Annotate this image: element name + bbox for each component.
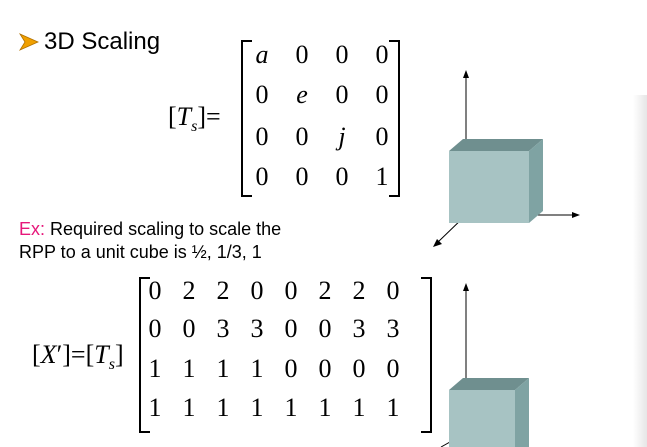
cube-top-face <box>449 139 543 151</box>
matrix-cell: 0 <box>386 276 400 305</box>
example-text: Ex: Required scaling to scale the RPP to… <box>19 218 349 264</box>
matrix-cell: 1 <box>375 162 389 191</box>
matrix-cell: 2 <box>182 276 196 305</box>
matrix-cell: 1 <box>250 354 264 383</box>
z-axis-arrow-icon <box>433 239 442 247</box>
product-matrix-left-bracket <box>139 277 150 433</box>
matrix-cell: 0 <box>335 80 349 109</box>
matrix-cell: 3 <box>250 314 264 343</box>
matrix-cell: 1 <box>352 393 366 422</box>
product-matrix-lhs: [X′]=[Ts] <box>32 340 124 374</box>
matrix-cell: 0 <box>318 354 332 383</box>
matrix-cell: 0 <box>335 40 349 69</box>
matrix-cell: 0 <box>352 354 366 383</box>
matrix-cell: 1 <box>216 354 230 383</box>
matrix-cell: 0 <box>182 314 196 343</box>
example-line2: RPP to a unit cube is ½, 1/3, 1 <box>19 242 262 262</box>
matrix-cell: 0 <box>250 276 264 305</box>
matrix-cell: 0 <box>255 162 269 191</box>
y-axis-arrow-icon <box>463 283 469 291</box>
product-matrix-right-bracket <box>421 277 432 433</box>
matrix-cell: 0 <box>148 276 162 305</box>
matrix-cell: e <box>296 80 308 109</box>
cube-side-face <box>529 139 543 223</box>
matrix-cell: 3 <box>352 314 366 343</box>
matrix-cell: 0 <box>255 80 269 109</box>
y-axis-arrow-icon <box>463 70 469 78</box>
cube-front-face <box>449 390 515 447</box>
matrix-cell: 1 <box>318 393 332 422</box>
matrix-cell: 0 <box>284 314 298 343</box>
scaling-matrix-right-bracket <box>389 40 400 197</box>
matrix-cell: a <box>255 40 269 69</box>
matrix-cell: 0 <box>375 122 389 151</box>
cube-diagram-bottom <box>440 283 529 447</box>
arrow-bullet-icon <box>18 33 39 51</box>
cube-side-face <box>515 378 529 447</box>
cube-top-face <box>449 378 529 390</box>
matrix-cell: 1 <box>284 393 298 422</box>
example-prefix: Ex: <box>19 219 46 239</box>
matrix-cell: 0 <box>255 122 269 151</box>
matrix-cell: 2 <box>318 276 332 305</box>
matrix-cell: 0 <box>295 40 309 69</box>
cube-front-face <box>449 151 529 223</box>
matrix-cell: 2 <box>352 276 366 305</box>
matrix-cell: 0 <box>295 162 309 191</box>
cube-diagram-top <box>433 70 580 247</box>
example-line1: Required scaling to scale the <box>45 219 282 239</box>
scaling-matrix-lhs: [Ts]= <box>168 102 221 136</box>
matrix-cell: 0 <box>318 314 332 343</box>
matrix-cell: 2 <box>216 276 230 305</box>
matrix-cell: 1 <box>182 393 196 422</box>
slide-edge-shadow <box>633 95 647 447</box>
heading: 3D Scaling <box>18 28 160 56</box>
matrix-cell: 1 <box>182 354 196 383</box>
matrix-cell: 0 <box>284 276 298 305</box>
matrix-cell: 1 <box>148 354 162 383</box>
matrix-cell: 0 <box>375 80 389 109</box>
matrix-cell: 0 <box>284 354 298 383</box>
heading-text: 3D Scaling <box>44 28 161 55</box>
matrix-cell: 1 <box>216 393 230 422</box>
matrix-cell: 0 <box>295 122 309 151</box>
matrix-cell: 1 <box>386 393 400 422</box>
matrix-cell: 0 <box>148 314 162 343</box>
matrix-cell: 0 <box>386 354 400 383</box>
matrix-cell: 1 <box>250 393 264 422</box>
matrix-cell: j <box>338 122 346 151</box>
x-axis-arrow-icon <box>572 212 580 218</box>
matrix-cell: 0 <box>335 162 349 191</box>
matrix-cell: 0 <box>375 40 389 69</box>
matrix-cell: 3 <box>216 314 230 343</box>
matrix-cell: 3 <box>386 314 400 343</box>
scaling-matrix-left-bracket <box>241 40 252 197</box>
matrix-cell: 1 <box>148 393 162 422</box>
